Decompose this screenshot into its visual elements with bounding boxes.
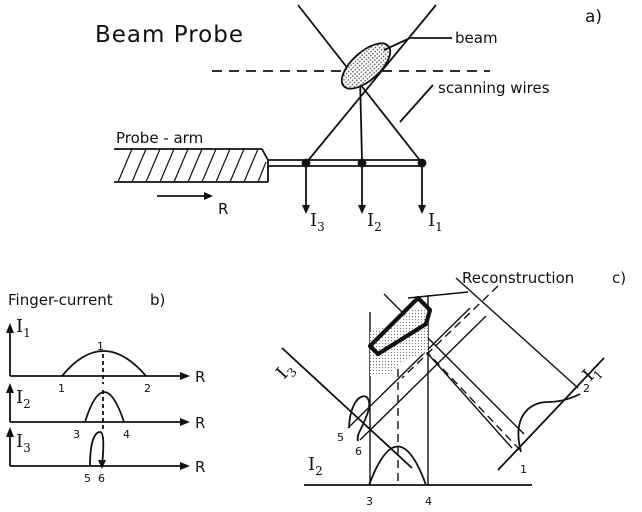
- profile-I1: [517, 393, 581, 453]
- svg-text:1: 1: [58, 382, 65, 395]
- trace-2-curve: [84, 391, 125, 423]
- svg-text:6: 6: [98, 472, 105, 485]
- probe-arm-label: Probe - arm: [116, 129, 203, 147]
- i3-proj-6: [359, 315, 487, 441]
- beam-label: beam: [455, 29, 498, 47]
- svg-text:5: 5: [84, 472, 91, 485]
- svg-text:R: R: [195, 368, 205, 386]
- current-label-1: I1: [428, 210, 443, 234]
- trace-row-3: I3 R 5 6: [6, 427, 205, 485]
- current-arrowhead-1: [418, 205, 426, 214]
- axis-label-I2: I2: [308, 454, 323, 478]
- trace-row-1: I1 R 1 1 2: [6, 316, 205, 395]
- panel-b: Finger-current b) I1 R 1 1 2 I2 R 3: [6, 291, 205, 485]
- panel-c: Reconstruction c) I2 3 4 I3 5 6 I1 2 1: [272, 269, 626, 508]
- panel-a: Beam Probe a) beam scanning wires Probe …: [95, 4, 602, 234]
- i1-proj-2: [455, 277, 579, 389]
- wire-3-dot: [301, 158, 311, 168]
- wire-1-dot: [417, 158, 427, 168]
- svg-text:1: 1: [97, 340, 104, 353]
- scan-line-right: [305, 4, 437, 164]
- panel-c-title: Reconstruction: [462, 269, 574, 287]
- axis-I3: [281, 347, 413, 469]
- wire-2-dot: [357, 158, 367, 168]
- svg-text:5: 5: [337, 431, 344, 444]
- profile-I3: [348, 395, 371, 442]
- direction-arrowhead: [204, 192, 213, 200]
- svg-text:3: 3: [73, 428, 80, 441]
- svg-text:3: 3: [366, 495, 373, 508]
- svg-text:R: R: [195, 458, 205, 476]
- i3-proj-5: [347, 307, 471, 429]
- beam-ellipse: [340, 42, 392, 90]
- wires-leader: [399, 84, 434, 123]
- wires-label: scanning wires: [438, 79, 550, 97]
- svg-text:2: 2: [583, 382, 590, 395]
- svg-text:1: 1: [520, 463, 527, 476]
- trace-1-curve: [61, 350, 147, 377]
- panel-b-label: b): [150, 291, 165, 309]
- axis-I1: [497, 357, 605, 471]
- svg-text:6: 6: [355, 445, 362, 458]
- svg-text:R: R: [195, 414, 205, 432]
- current-arrowhead-2: [358, 205, 366, 214]
- current-label-3: I3: [310, 210, 325, 234]
- scan-line-center: [359, 77, 363, 161]
- trace-3-ylabel: I3: [16, 431, 31, 455]
- panel-c-label: c): [612, 269, 626, 287]
- current-arrowhead-3: [302, 205, 310, 214]
- trace-2-ylabel: I2: [16, 387, 31, 411]
- probe-arm-step: [261, 148, 269, 161]
- panel-b-title: Finger-current: [8, 291, 113, 309]
- svg-text:2: 2: [144, 382, 151, 395]
- probe-arm-hatching: [117, 148, 267, 183]
- svg-text:4: 4: [123, 428, 130, 441]
- axis-label-I3: I3: [272, 358, 300, 385]
- svg-text:4: 4: [425, 495, 432, 508]
- trace-row-2: I2 R 3 4: [6, 383, 205, 441]
- profile-I2: [368, 445, 427, 486]
- reconstruction-outline: [367, 295, 433, 357]
- panel-a-label: a): [585, 7, 602, 27]
- grid-line-dashed-b: [401, 285, 499, 379]
- direction-label: R: [218, 200, 228, 218]
- panel-a-title: Beam Probe: [95, 22, 244, 48]
- trace-1-ylabel: I1: [16, 316, 31, 340]
- i1-proj-1: [411, 335, 513, 449]
- trace-3-curve: [89, 431, 105, 467]
- beam-leader: [383, 37, 452, 51]
- current-label-2: I2: [367, 210, 382, 234]
